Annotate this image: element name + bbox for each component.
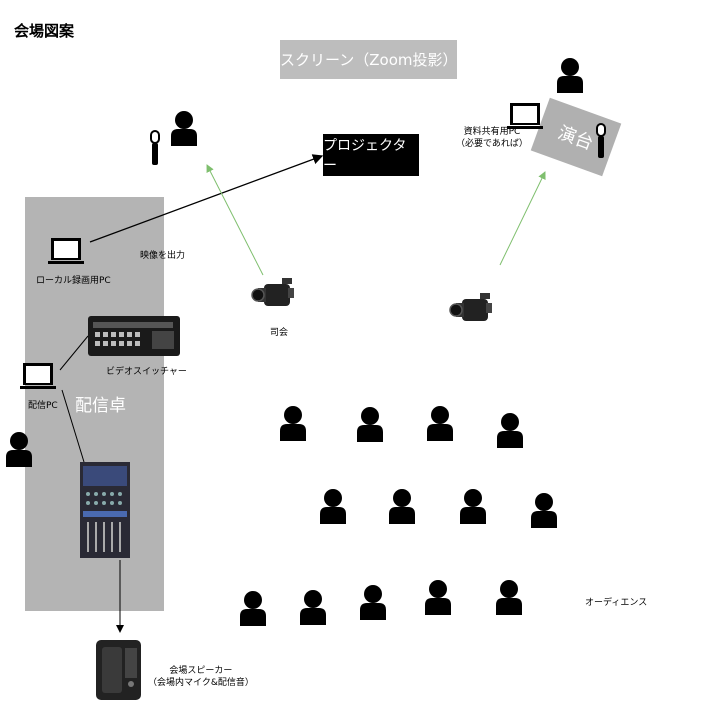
diagram-title: 会場図案 — [14, 22, 75, 40]
delivery-pc-mixer-link — [61, 389, 85, 463]
venue-speaker-label: 会場スピーカー （会場内マイク&配信音） — [148, 665, 254, 689]
video-output-arrow — [89, 154, 324, 243]
streaming-booth-label: 配信卓 — [75, 396, 126, 416]
video-switcher-icon — [88, 316, 180, 356]
laptop-icon — [48, 238, 84, 264]
person-icon — [360, 585, 386, 620]
laptop-icon — [20, 363, 56, 389]
venue-speaker-label-line2: （会場内マイク&配信音） — [148, 678, 254, 688]
person-icon — [497, 413, 523, 448]
audio-mixer-icon — [80, 462, 130, 558]
venue-speaker-label-line1: 会場スピーカー — [169, 666, 233, 676]
person-icon — [389, 489, 415, 524]
person-icon — [496, 580, 522, 615]
projector-box: プロジェクター — [323, 134, 419, 176]
delivery-pc-switcher-link — [59, 335, 89, 371]
screen-box: スクリーン（Zoom投影） — [280, 40, 458, 79]
person-icon — [425, 580, 451, 615]
microphone-icon — [150, 130, 160, 166]
shared-pc-label-line2: （必要であれば） — [456, 139, 528, 149]
person-icon — [171, 111, 197, 146]
person-icon — [300, 590, 326, 625]
speaker-icon — [96, 640, 141, 700]
audience-label: オーディエンス — [585, 598, 648, 608]
person-icon — [460, 489, 486, 524]
podium-camera-arrow — [499, 171, 546, 266]
video-camera-icon — [251, 277, 295, 307]
person-icon — [357, 407, 383, 442]
shared-pc-label: 資料共有用PC （必要であれば） — [456, 126, 528, 150]
person-icon — [240, 591, 266, 626]
video-camera-icon — [449, 292, 493, 322]
local-recording-pc-label: ローカル録画用PC — [36, 276, 111, 286]
person-icon — [531, 493, 557, 528]
microphone-icon — [596, 123, 606, 159]
person-icon — [280, 406, 306, 441]
mc-label: 司会 — [270, 328, 289, 338]
video-output-label: 映像を出力 — [140, 251, 186, 261]
mc-camera-arrow — [206, 164, 264, 276]
video-switcher-label: ビデオスイッチャー — [106, 367, 187, 377]
person-icon — [6, 432, 32, 467]
person-icon — [557, 58, 583, 93]
shared-pc-label-line1: 資料共有用PC — [463, 127, 521, 137]
person-icon — [320, 489, 346, 524]
person-icon — [427, 406, 453, 441]
delivery-pc-label: 配信PC — [28, 401, 58, 411]
laptop-icon — [507, 103, 543, 129]
